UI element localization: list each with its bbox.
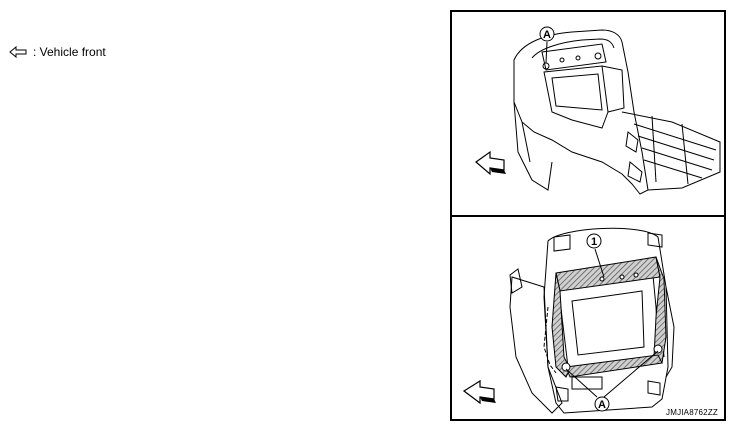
legend: : Vehicle front xyxy=(9,45,106,59)
image-code: JMJIA8762ZZ xyxy=(666,408,718,417)
diagram-figure: A xyxy=(450,10,726,421)
vehicle-front-arrow-icon xyxy=(462,379,496,405)
callout-a-top: A xyxy=(543,29,551,41)
legend-text: : Vehicle front xyxy=(33,45,106,59)
outline-arrow-left-icon xyxy=(9,46,27,58)
callout-part-1: 1 xyxy=(591,236,597,248)
panel-divider xyxy=(452,215,724,217)
bottom-panel: 1 A JMJIA8762ZZ xyxy=(452,217,724,419)
vehicle-front-arrow-icon xyxy=(475,150,506,176)
console-top-view: A xyxy=(475,26,721,195)
console-front-view: 1 A xyxy=(462,227,675,414)
top-panel: A xyxy=(452,12,724,215)
callout-a-bottom: A xyxy=(598,399,606,411)
